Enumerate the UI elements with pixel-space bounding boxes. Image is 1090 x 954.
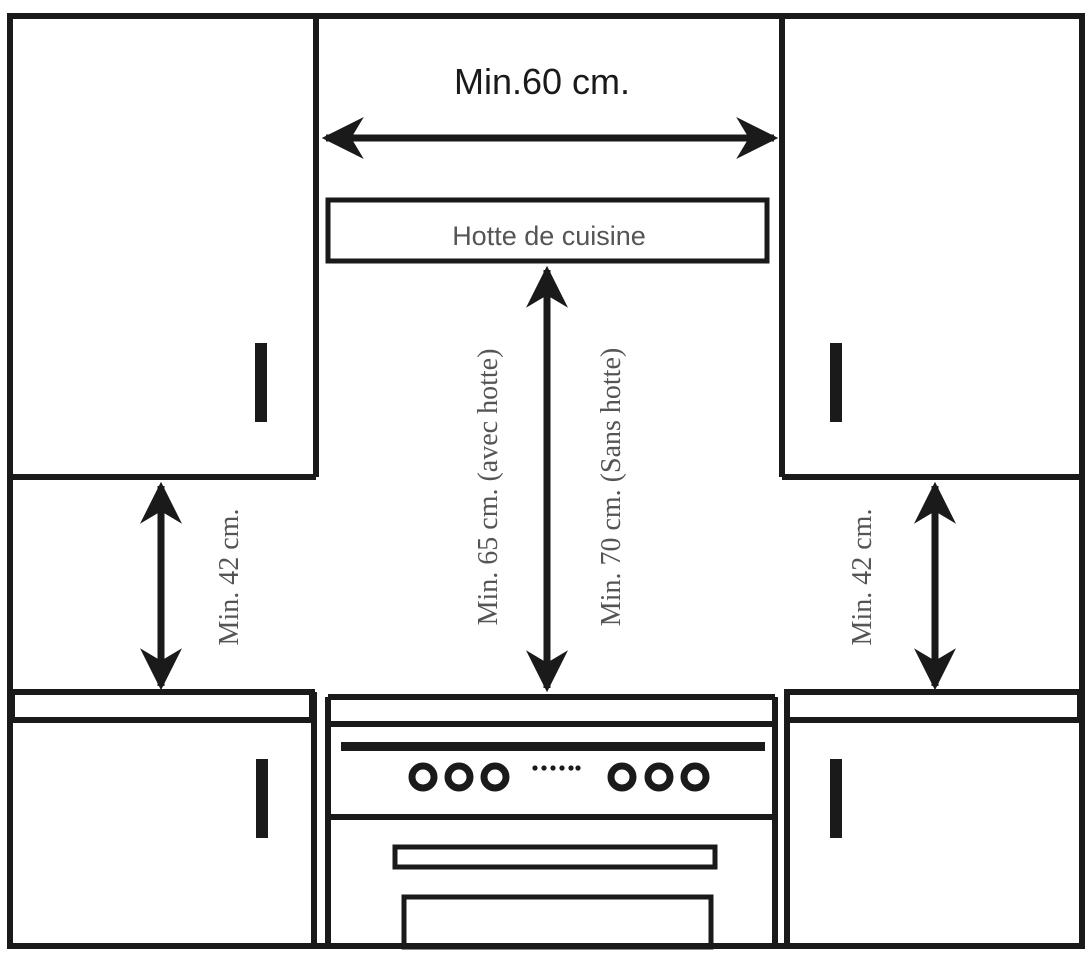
upper-right-cabinet <box>779 16 1082 480</box>
oven-door-window <box>401 894 714 950</box>
lower-right-handle <box>830 759 842 838</box>
cooker-top-bar <box>341 742 765 751</box>
lower-left-handle <box>256 759 268 838</box>
width-min-label: Min.60 cm. <box>454 61 630 102</box>
without-hood-label: Min. 70 cm. (Sans hotte) <box>596 348 627 626</box>
upper-right-handle <box>830 343 842 422</box>
oven-handle <box>392 844 718 870</box>
upper-left-handle <box>255 343 267 422</box>
left-gap-label: Min. 42 cm. <box>214 509 245 646</box>
upper-left-cabinet <box>10 16 319 480</box>
cooker <box>325 694 778 950</box>
right-gap-label: Min. 42 cm. <box>847 509 878 646</box>
kitchen-hood <box>325 197 770 264</box>
hood-label: Hotte de cuisine <box>452 221 646 251</box>
lower-right-cabinet <box>784 689 1083 946</box>
with-hood-label: Min. 65 cm. (avec hotte) <box>473 349 504 626</box>
control-knobs-right <box>607 762 710 792</box>
control-knobs-left <box>408 762 510 792</box>
lower-left-cabinet <box>9 689 317 946</box>
indicator-dots <box>532 765 581 771</box>
